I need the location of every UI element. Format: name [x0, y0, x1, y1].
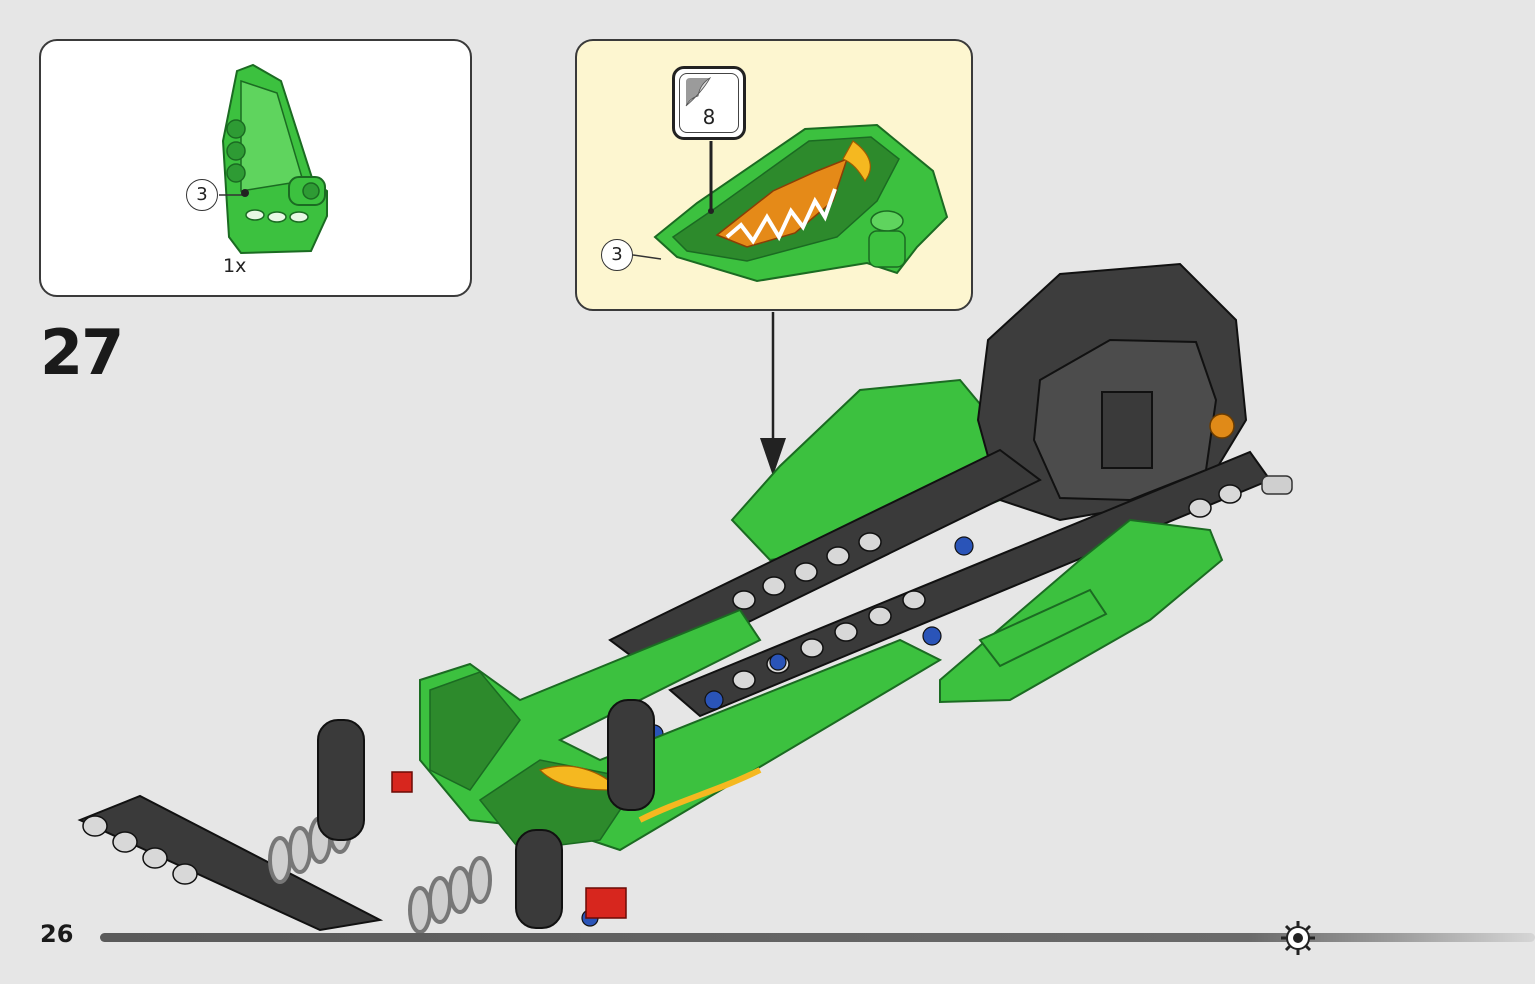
subassembly-callout-3: 3 — [601, 239, 633, 271]
subassembly-panel: 3 — [575, 39, 973, 311]
part-callout-3: 3 — [186, 179, 218, 211]
progress-bar — [100, 933, 1535, 942]
part-quantity: 1x — [223, 255, 247, 277]
step-number: 27 — [40, 316, 124, 389]
sticker-icon — [679, 73, 739, 133]
panel-element-part-image — [219, 63, 328, 255]
sticker-badge: 8 — [672, 66, 746, 140]
sticker-number: 8 — [702, 105, 716, 129]
page-number: 26 — [40, 920, 74, 948]
parts-list-panel: 3 1x — [39, 39, 472, 297]
sticker-panel-image — [632, 123, 949, 283]
arrow-down-icon — [760, 312, 786, 476]
